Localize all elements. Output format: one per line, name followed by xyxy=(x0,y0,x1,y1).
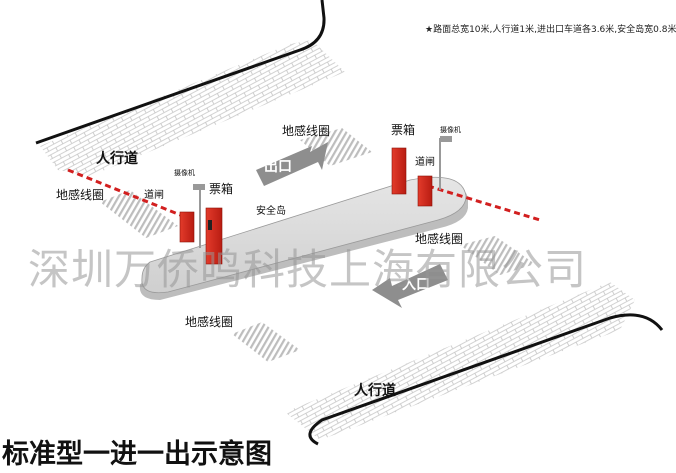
ticket-box-right-label: 票箱 xyxy=(391,123,416,137)
left-barrier-arm xyxy=(67,168,189,220)
right-ticket-box xyxy=(391,147,407,195)
camera-left-label: 摄像机 xyxy=(174,169,195,177)
sidewalk-top-curb xyxy=(35,0,326,145)
sidewalk-top-bricks xyxy=(40,40,345,176)
left-camera xyxy=(193,184,205,190)
gate-left-label: 道闸 xyxy=(144,190,164,201)
sidewalk-bottom-label: 人行道 xyxy=(354,383,396,399)
diagram-caption: 标准型一进一出示意图 xyxy=(2,439,272,470)
loop-bottom-hatch xyxy=(232,322,300,362)
loop-left-hatch xyxy=(100,190,178,238)
left-gate-cabinet xyxy=(179,211,195,243)
sidewalk-top-label: 人行道 xyxy=(96,151,138,167)
island-label: 安全岛 xyxy=(256,206,286,217)
loop-top-left-label: 地感线圈 xyxy=(282,124,331,138)
sidewalk-bottom-curb xyxy=(308,313,664,446)
exit-label: 出口 xyxy=(264,159,292,175)
ticket-box-left-label: 票箱 xyxy=(209,182,234,196)
loop-right-hatch xyxy=(460,236,535,275)
camera-right-label: 摄像机 xyxy=(440,126,461,134)
sidewalk-bottom-bricks xyxy=(285,282,635,440)
loop-right-label: 地感线圈 xyxy=(415,232,464,246)
company-watermark: 深圳万侨鸣科技上海有限公司 xyxy=(28,245,588,294)
spec-note: ★路面总宽10米,人行道1米,进出口车道各3.6米,安全岛宽0.8米 xyxy=(425,25,676,35)
right-gate-cabinet xyxy=(417,175,433,207)
loop-bottom-label: 地感线圈 xyxy=(185,315,234,329)
loop-top-left-hatch xyxy=(300,128,372,166)
island-top xyxy=(141,176,467,294)
gate-right-label: 道闸 xyxy=(415,157,435,168)
entry-label: 入口 xyxy=(402,277,430,293)
exit-arrow xyxy=(256,142,328,186)
loop-left-label: 地感线圈 xyxy=(56,188,105,202)
right-camera xyxy=(440,136,452,142)
entry-arrow xyxy=(372,264,448,308)
